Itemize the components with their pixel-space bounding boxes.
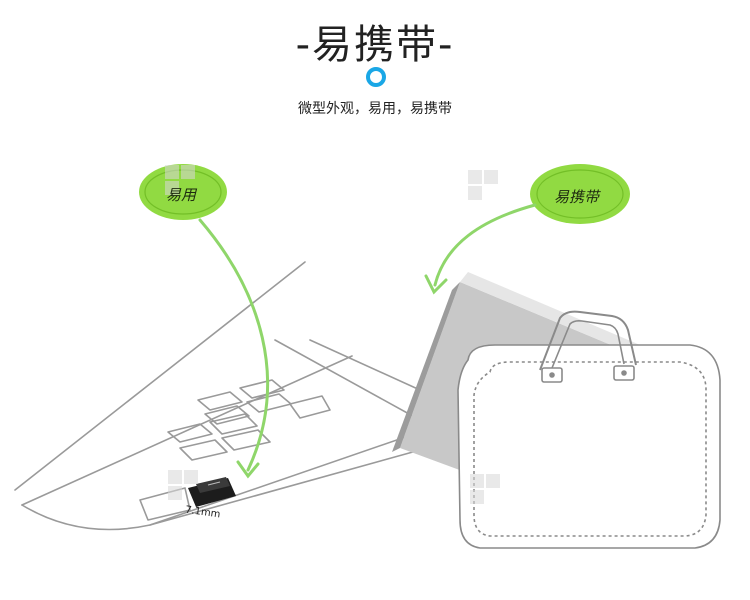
accent-dot-icon bbox=[366, 67, 386, 87]
arrow-to-adapter bbox=[198, 218, 269, 472]
easy-use-blob bbox=[139, 164, 227, 220]
easy-carry-label: 易携带 bbox=[554, 188, 600, 206]
bag-illustration bbox=[457, 310, 721, 549]
watermark-logo-icon bbox=[165, 165, 500, 504]
page-subtitle: 微型外观，易用，易携带 bbox=[298, 101, 452, 117]
page-title: -易携带- bbox=[295, 22, 455, 68]
usb-adapter-illustration bbox=[188, 477, 236, 507]
easy-use-label: 易用 bbox=[166, 186, 197, 204]
arrow-to-router bbox=[433, 203, 537, 287]
easy-carry-blob bbox=[530, 164, 630, 224]
